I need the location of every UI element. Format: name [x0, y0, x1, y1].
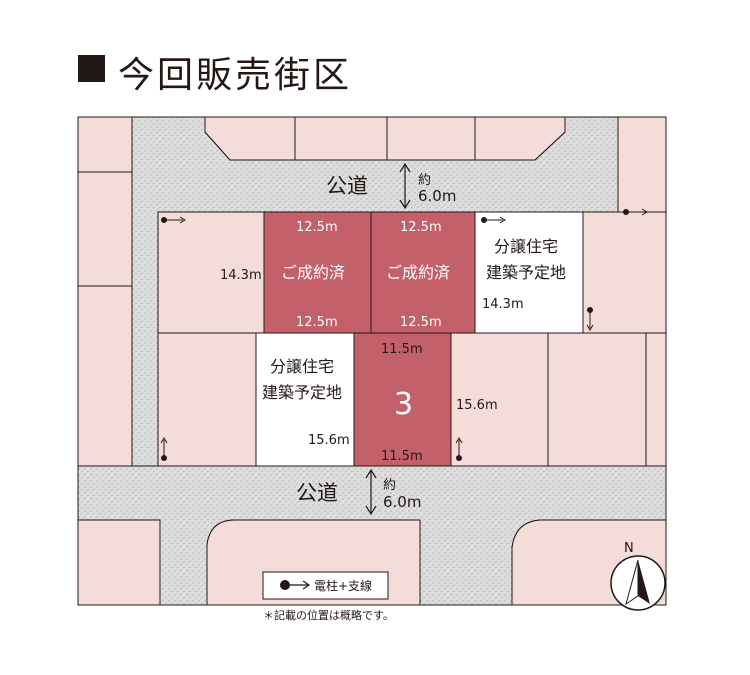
utility-pole-icon [161, 216, 186, 224]
top-road-name: 公道 [326, 174, 368, 198]
lot-sold-a-bottom: 12.5m [296, 315, 338, 330]
page-title: 今回販売街区 [118, 55, 353, 96]
lot-planned-lower-line2: 建築予定地 [262, 383, 342, 402]
arrowhead-icon [365, 505, 377, 516]
bottom-road-width: 6.0m [383, 493, 421, 511]
arrowhead-icon [399, 199, 411, 210]
neighbor-lot [204, 116, 296, 161]
lot-sold-b-top: 12.5m [400, 220, 442, 235]
lot-for-sale-number: 3 [394, 387, 413, 422]
lot-planned-upper [474, 211, 584, 334]
lot-sold-a-top: 12.5m [296, 220, 338, 235]
lot-for-sale-top: 11.5m [381, 342, 423, 357]
utility-pole-icon [160, 437, 168, 461]
lot-planned-upper-side: 14.3m [482, 297, 524, 312]
neighbor-lot [77, 116, 133, 173]
neighbor-lot [77, 519, 161, 606]
lot-for-sale-side: 15.6m [456, 398, 498, 413]
lot-for-sale-bottom: 11.5m [381, 449, 423, 464]
lot-sold-b [370, 211, 476, 334]
neighbor-lot [547, 332, 647, 467]
arrowhead-icon [365, 468, 377, 479]
neighbor-lot [77, 285, 133, 467]
bottom-road-name: 公道 [296, 481, 338, 505]
lot-planned-lower-line1: 分譲住宅 [270, 357, 334, 376]
utility-pole-icon [481, 216, 506, 224]
lot-for-sale [353, 332, 452, 467]
utility-pole-icon [623, 208, 648, 216]
neighbor-lot [582, 211, 667, 334]
lot-sold-a-side: 14.3m [220, 268, 262, 283]
neighbor-lot [294, 116, 388, 161]
lot-sold-b-status: ご成約済 [386, 263, 450, 282]
neighbor-lot [474, 116, 566, 161]
compass-north-label: N [624, 541, 634, 556]
neighbor-lot [450, 332, 549, 467]
lot-planned-lower [255, 332, 355, 467]
lot-planned-upper-line1: 分譲住宅 [494, 237, 558, 256]
legend-label: 電柱+支線 [314, 578, 372, 593]
lot-planned-lower-side: 15.6m [308, 433, 350, 448]
neighbor-lot [77, 171, 133, 287]
title-square-icon [78, 55, 105, 82]
utility-pole-icon [455, 437, 463, 461]
neighbor-lot [386, 116, 476, 161]
lot-sold-a-status: ご成約済 [281, 263, 345, 282]
arrowhead-icon [399, 162, 411, 173]
legend-utility-pole-icon [280, 580, 311, 590]
top-road-width-prefix: 約 [418, 173, 431, 188]
top-road-width: 6.0m [418, 187, 456, 205]
north-compass-icon [610, 555, 666, 611]
neighbor-lot [157, 332, 257, 467]
legend-note: ＊記載の位置は概略です。 [263, 608, 394, 622]
lot-planned-upper-line2: 建築予定地 [486, 263, 566, 282]
neighbor-lot [645, 332, 667, 467]
bottom-road-width-prefix: 約 [383, 478, 396, 493]
utility-pole-icon [586, 307, 594, 331]
lot-sold-b-bottom: 12.5m [400, 315, 442, 330]
